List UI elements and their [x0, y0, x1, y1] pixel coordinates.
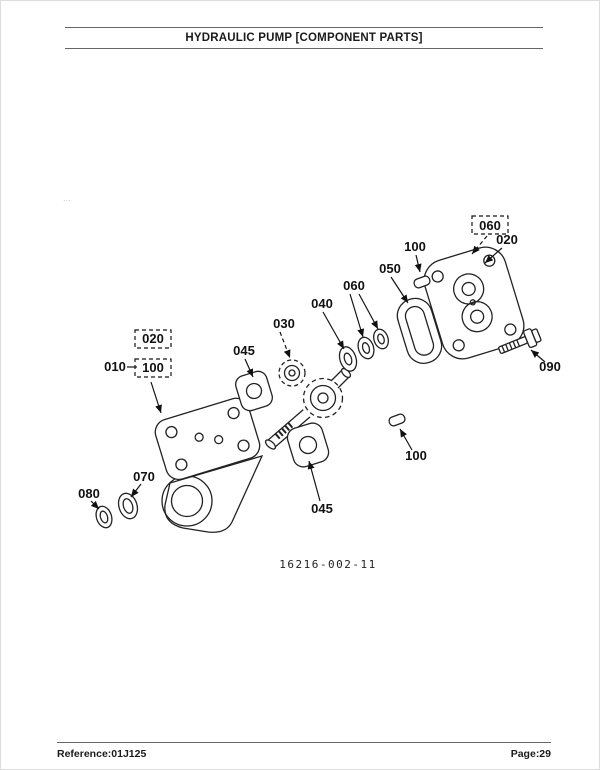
callout-090: 090	[539, 359, 561, 374]
callout-060-cover: 060	[479, 218, 501, 233]
pin-100-lower	[388, 413, 406, 427]
callout-050: 050	[379, 261, 401, 276]
footer-reference: Reference:01J125	[57, 748, 147, 760]
callout-040: 040	[311, 296, 333, 311]
callout-060-mid: 060	[343, 278, 365, 293]
end-cover-020	[423, 246, 525, 360]
callout-100-body: 100	[142, 360, 164, 375]
pump-body	[154, 397, 264, 533]
washer-060-a	[357, 336, 375, 360]
page-title: HYDRAULIC PUMP [COMPONENT PARTS]	[185, 32, 423, 44]
callout-045-lower: 045	[311, 501, 333, 516]
scan-artifact: ...	[63, 193, 71, 203]
callout-100-lower: 100	[405, 448, 427, 463]
idler-gear-030	[276, 357, 308, 389]
bolt-090	[498, 328, 542, 354]
callout-020-body: 020	[142, 331, 164, 346]
washer-040	[338, 346, 358, 372]
callout-020-cover: 020	[496, 232, 518, 247]
figure-code: 16216-002-11	[279, 558, 376, 571]
callout-010: 010	[104, 359, 126, 374]
callout-030: 030	[273, 316, 295, 331]
leader-lines	[90, 215, 546, 510]
footer-page-number: Page:29	[510, 748, 551, 760]
gasket-050	[396, 297, 443, 364]
callout-080: 080	[78, 486, 100, 501]
callout-045-upper: 045	[233, 343, 255, 358]
washer-060-b	[373, 328, 389, 350]
page-footer: Reference:01J125 Page:29	[57, 742, 551, 760]
page-header: HYDRAULIC PUMP [COMPONENT PARTS]	[65, 27, 543, 49]
pin-100-top	[413, 275, 431, 289]
drive-gear-shaft	[264, 367, 352, 450]
washer-070	[117, 492, 139, 520]
callout-070: 070	[133, 469, 155, 484]
callout-100-top: 100	[404, 239, 426, 254]
washer-080	[95, 505, 113, 529]
